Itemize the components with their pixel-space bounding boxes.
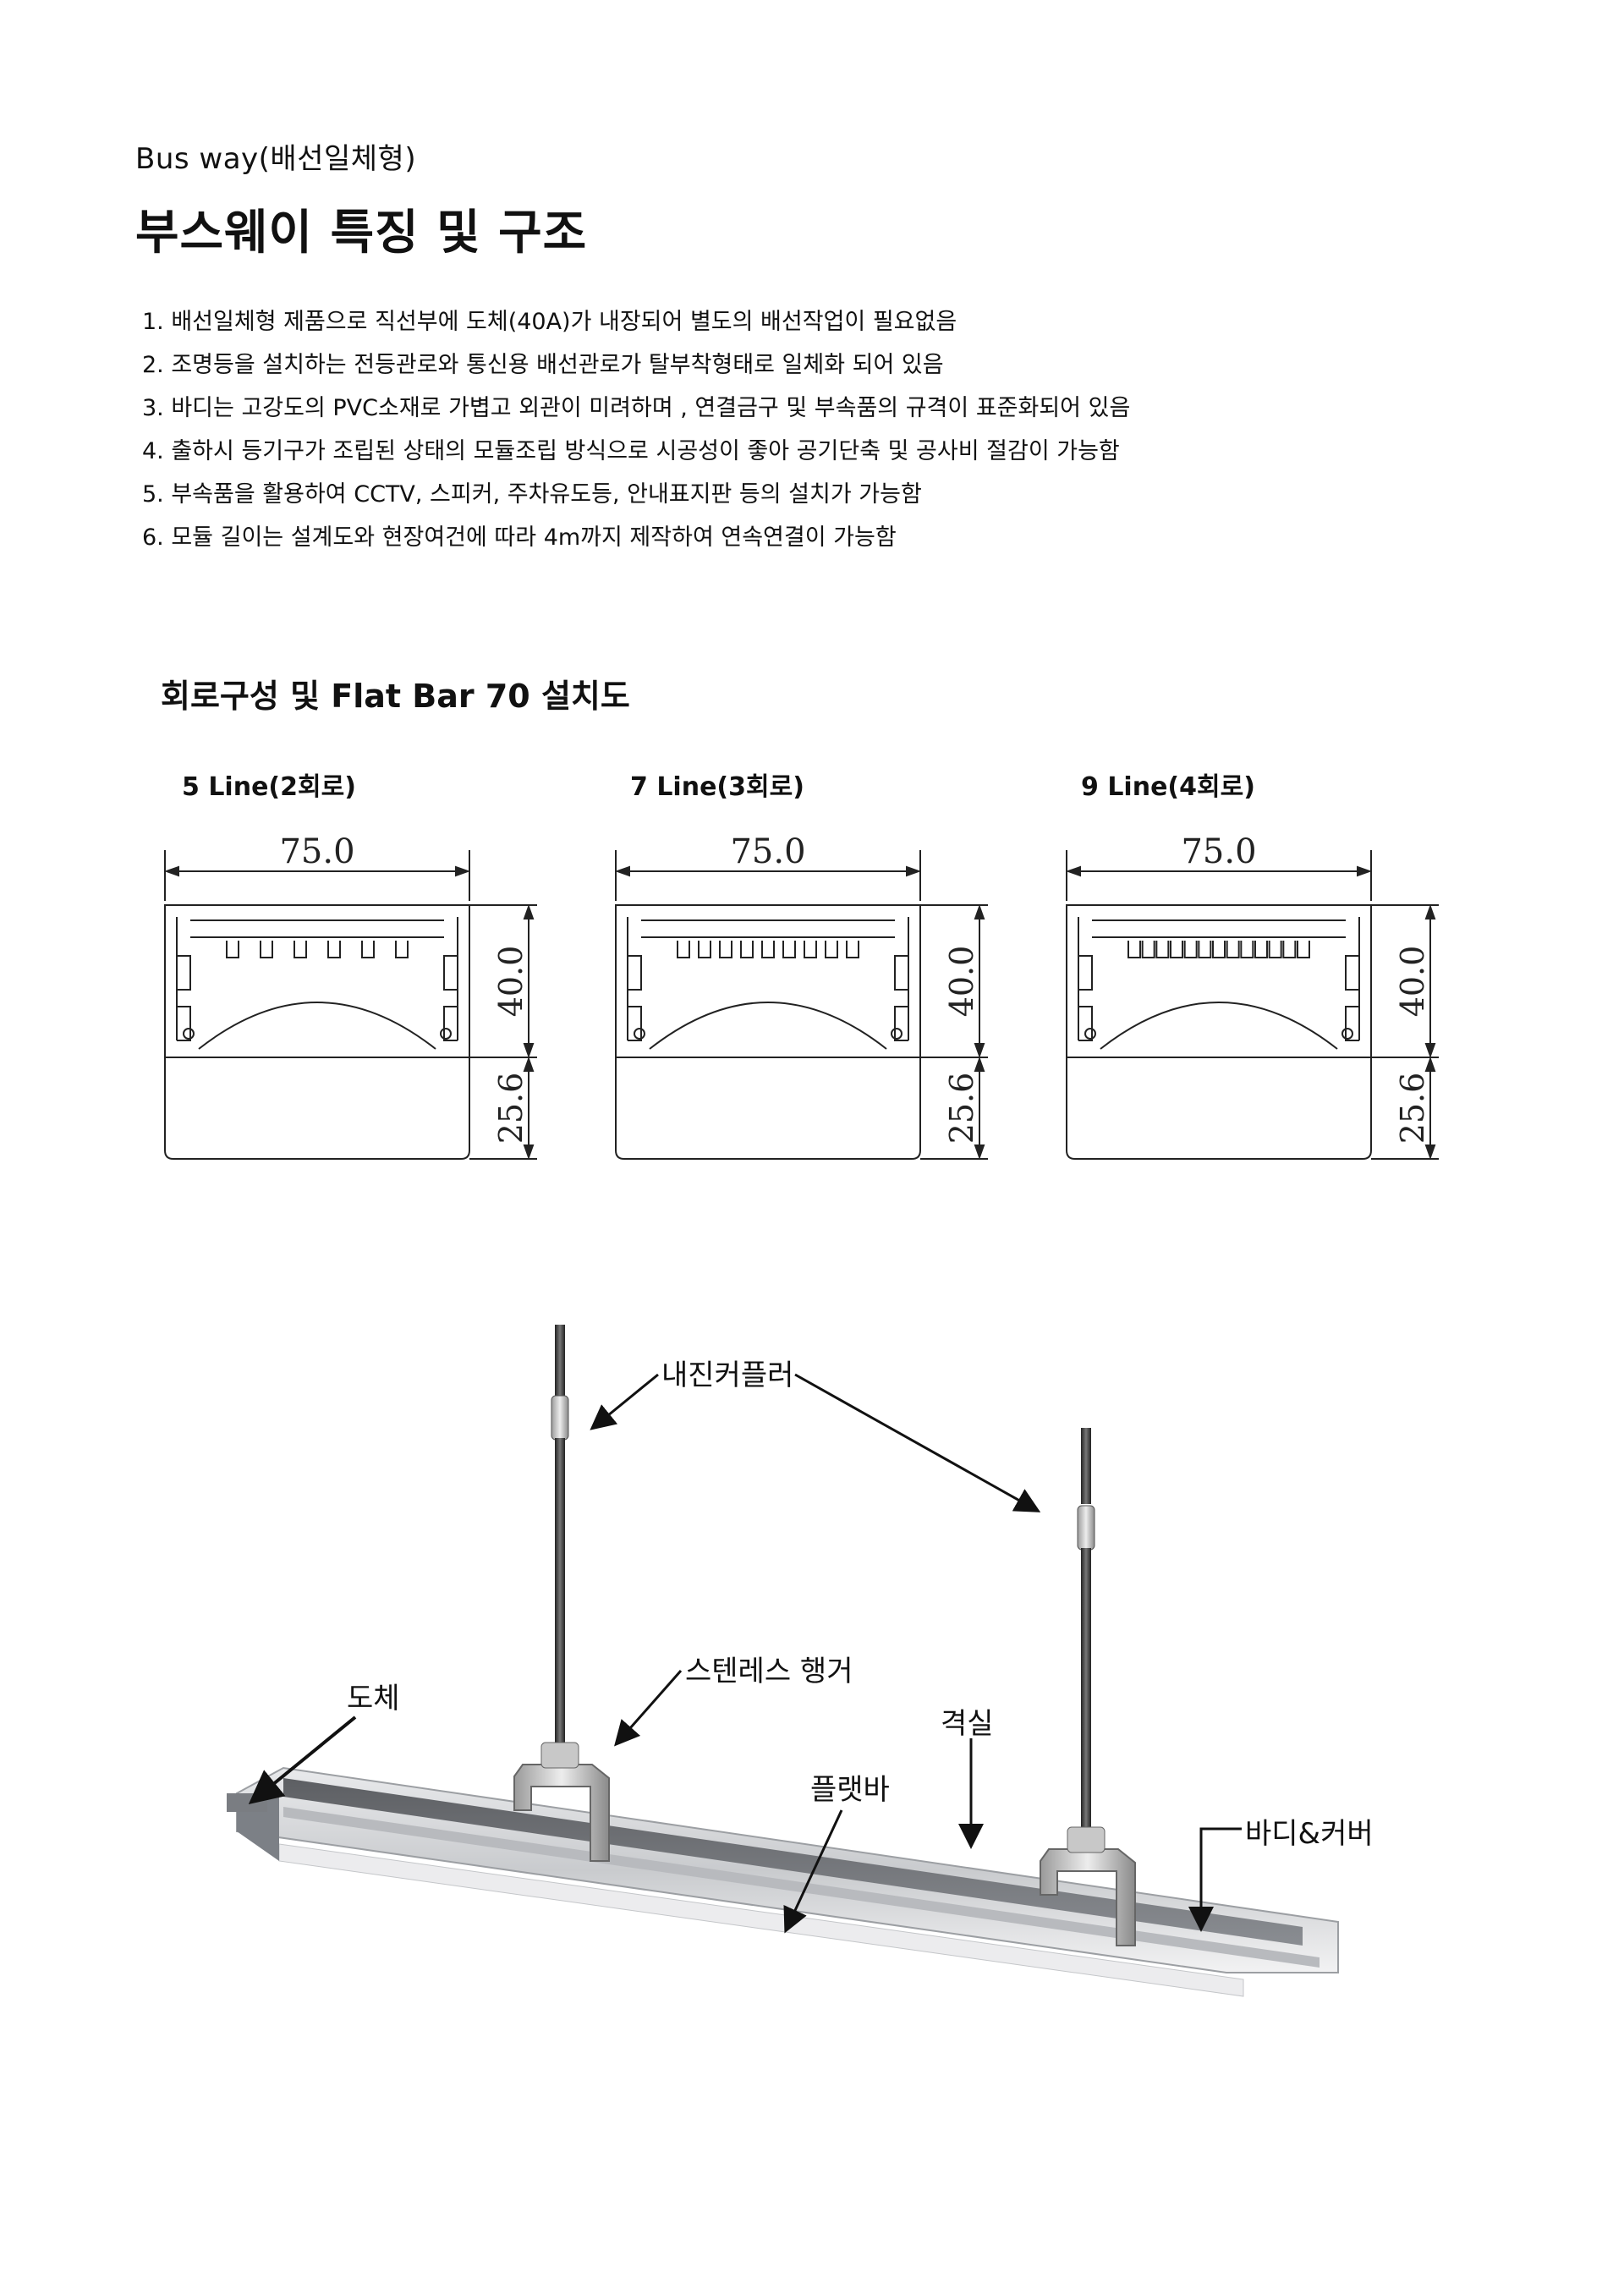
conductor-slot: [825, 941, 838, 958]
conductor-slot: [804, 941, 817, 958]
conductor-slot: [740, 941, 754, 958]
dimension-height-lower: 25.6: [492, 1073, 529, 1144]
page-subtitle: Bus way(배선일체형): [135, 142, 417, 176]
callout-flat-bar: 플랫바: [810, 1773, 890, 1807]
seismic-coupler-rod-left: [551, 1325, 569, 1776]
feature-item: 6. 모듈 길이는 설계도와 현장여건에 따라 4m까지 제작하여 연속연결이 …: [142, 524, 897, 551]
callout-seismic-coupler: 내진커플러: [661, 1359, 794, 1392]
profile-outline: [164, 850, 537, 1160]
conductor-slot: [1240, 941, 1254, 958]
profile-outline: [1066, 850, 1439, 1160]
dimension-height-upper: 40.0: [943, 946, 980, 1018]
feature-item: 1. 배선일체형 제품으로 직선부에 도체(40A)가 내장되어 별도의 배선작…: [142, 309, 957, 335]
feature-item: 3. 바디는 고강도의 PVC소재로 가볍고 외관이 미려하며 , 연결금구 및…: [142, 395, 1131, 421]
callout-body-cover: 바디&커버: [1245, 1817, 1374, 1851]
busway-body: [227, 1766, 1339, 1997]
profile-drawing-5-line: 75.0 40.0 25.6: [164, 832, 537, 1160]
conductor-slot: [677, 941, 690, 958]
conductor-slot: [260, 941, 273, 958]
section-title: 회로구성 및 Flat Bar 70 설치도: [161, 678, 630, 715]
feature-list: 1. 배선일체형 제품으로 직선부에 도체(40A)가 내장되어 별도의 배선작…: [142, 300, 1130, 559]
conductor-slot: [327, 941, 341, 958]
conductor-slot: [1183, 941, 1198, 958]
conductor-slot: [1268, 941, 1282, 958]
seismic-coupler-rod-right: [1077, 1428, 1095, 1853]
conductor-slot: [1212, 941, 1226, 958]
conductor-slot: [1226, 941, 1240, 958]
feature-item: 2. 조명등을 설치하는 전등관로와 통신용 배선관로가 탈부착형태로 일체화 …: [142, 352, 944, 378]
conductor-slot: [1297, 941, 1310, 958]
conductor-slot: [1254, 941, 1268, 958]
conductor-slot: [361, 941, 375, 958]
profile-outline: [615, 850, 988, 1160]
conductor-slot: [1155, 941, 1170, 958]
conductor-slot: [1141, 941, 1155, 958]
profile-label-5-line: 5 Line(2회로): [182, 772, 356, 802]
profile-label-7-line: 7 Line(3회로): [630, 772, 804, 802]
conductor-slot: [846, 941, 859, 958]
dimension-width: 75.0: [730, 832, 805, 871]
conductor-slot: [1127, 941, 1141, 958]
page-title: 부스웨이 특징 및 구조: [135, 206, 588, 261]
profile-label-9-line: 9 Line(4회로): [1081, 772, 1255, 802]
conductor-slot: [1198, 941, 1212, 958]
dimension-height-upper: 40.0: [1394, 946, 1431, 1018]
conductor-slot: [782, 941, 796, 958]
stainless-hanger-left: [513, 1742, 610, 1862]
feature-item: 4. 출하시 등기구가 조립된 상태의 모듈조립 방식으로 시공성이 좋아 공기…: [142, 438, 1120, 464]
conductor-slot: [1282, 941, 1297, 958]
conductor-slot: [1170, 941, 1183, 958]
dimension-height-lower: 25.6: [1394, 1073, 1431, 1144]
profile-drawing-9-line: 75.0 40.0 25.6: [1066, 832, 1439, 1160]
dimension-height-upper: 40.0: [492, 946, 529, 1018]
feature-item: 5. 부속품을 활용하여 CCTV, 스피커, 주차유도등, 안내표지판 등의 …: [142, 481, 922, 508]
dimension-height-lower: 25.6: [943, 1073, 980, 1144]
callout-stainless-hanger: 스텐레스 행거: [685, 1655, 853, 1688]
conductor-slot: [226, 941, 239, 958]
dimension-width: 75.0: [1181, 832, 1256, 871]
conductor-slot: [294, 941, 307, 958]
profile-drawing-7-line: 75.0 40.0 25.6: [615, 832, 988, 1160]
conductor-slot: [698, 941, 711, 958]
callout-partition: 격실: [941, 1707, 994, 1741]
stainless-hanger-right: [1040, 1826, 1136, 1946]
conductor-slot: [719, 941, 732, 958]
callout-conductor: 도체: [347, 1682, 400, 1715]
dimension-width: 75.0: [279, 832, 354, 871]
conductor-slot: [395, 941, 409, 958]
installation-diagram: [227, 1325, 1339, 1997]
conductor-slot: [761, 941, 775, 958]
